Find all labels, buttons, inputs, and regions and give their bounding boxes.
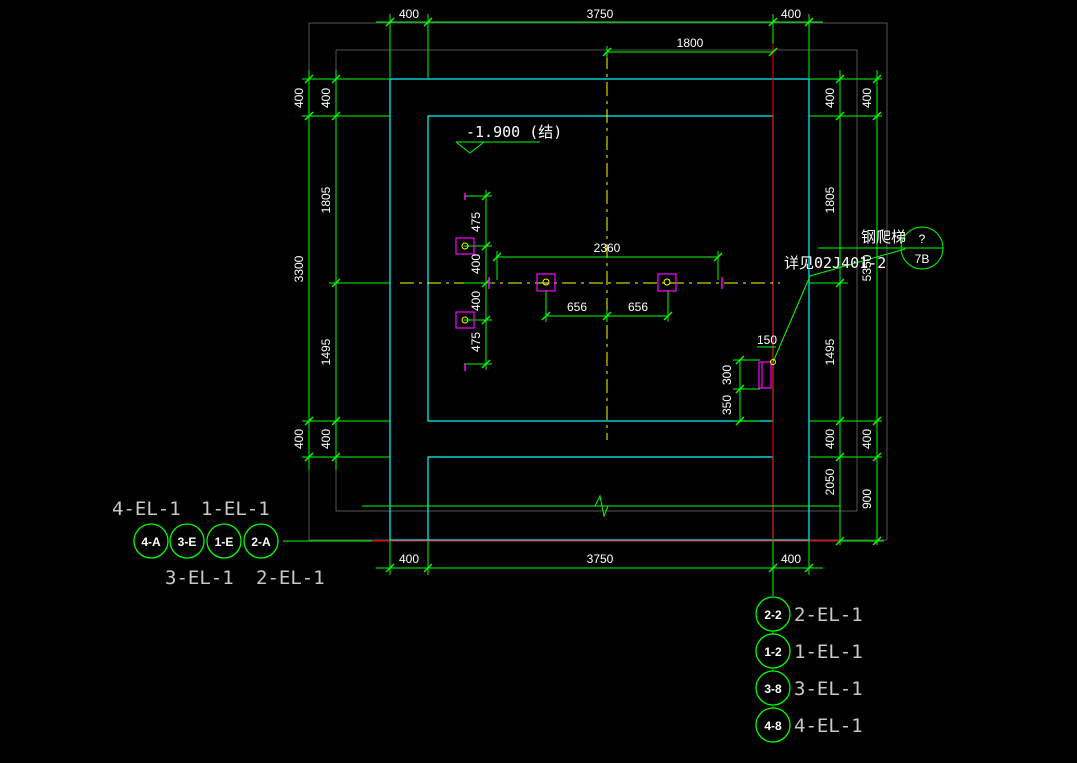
column-anchor-marks: [461, 242, 671, 324]
dim-top-sub: 1800: [677, 36, 704, 50]
dim-span-2360: 2360: [594, 241, 621, 255]
dim-col-2: 400: [469, 254, 483, 274]
dim-left-outer-2: 3300: [292, 255, 306, 282]
pit-walls: [389, 78, 810, 541]
dim-right-inner-3: 1495: [823, 338, 837, 365]
dim-right-outer-1: 400: [860, 88, 874, 108]
left-tag-top-1: 4-EL-1: [112, 498, 181, 520]
dim-right-outer-3: 400: [860, 429, 874, 449]
bottom-tag-4: 4-EL-1: [794, 715, 863, 737]
dim-right-inner-2: 1805: [823, 186, 837, 213]
axis-lines: [400, 55, 780, 440]
column-upper-left: [455, 237, 475, 255]
dim-top-center: 3750: [587, 7, 614, 21]
bubble-bottom-4: 4-8: [764, 719, 782, 733]
detail-leader: [770, 226, 944, 365]
dim-left-inner-1: 400: [319, 88, 333, 108]
dimension-lines: [302, 14, 884, 575]
detail-index-number: ?: [919, 232, 926, 246]
dim-ladder-h1: 300: [720, 365, 734, 385]
dim-col-4: 475: [469, 332, 483, 352]
bubble-bottom-2: 1-2: [764, 645, 782, 659]
dim-bottom-right: 400: [781, 552, 801, 566]
bubble-left-3: 1-E: [215, 535, 234, 549]
bottom-bubble-circles: [755, 596, 791, 743]
dim-left-inner-4: 400: [319, 429, 333, 449]
left-tag-bottom-1: 3-EL-1: [165, 567, 234, 589]
detail-index-sheet: 7B: [915, 252, 930, 266]
dimension-ticks: [304, 17, 882, 573]
dim-ladder-width: 150: [757, 333, 777, 347]
dim-bottom-left: 400: [399, 552, 419, 566]
elevation-label: -1.900 (结): [466, 123, 562, 141]
left-tag-top-2: 1-EL-1: [201, 498, 270, 520]
outer-wall-outline: [389, 78, 810, 541]
grid-lines: [283, 45, 840, 580]
dim-right-inner-1: 400: [823, 88, 837, 108]
bottom-tag-3: 3-EL-1: [794, 678, 863, 700]
dim-col-3: 400: [469, 291, 483, 311]
dim-left-inner-2: 1805: [319, 186, 333, 213]
bubble-bottom-1: 2-2: [764, 608, 782, 622]
dim-offset-right: 656: [628, 300, 648, 314]
dim-top-right: 400: [781, 7, 801, 21]
column-center-left: [536, 273, 556, 292]
left-tag-bottom-2: 2-EL-1: [256, 567, 325, 589]
dim-left-outer-3: 400: [292, 429, 306, 449]
left-bubble-circles: [133, 523, 279, 559]
ladder-label: 钢爬梯: [861, 228, 906, 246]
dim-bottom-center: 3750: [587, 552, 614, 566]
dim-ladder-h2: 350: [720, 395, 734, 415]
bottom-tag-1: 2-EL-1: [794, 604, 863, 626]
detail-note: 详见02J401-2: [784, 254, 886, 272]
bubble-bottom-3: 3-8: [764, 682, 782, 696]
column-center-right: [657, 273, 677, 292]
outer-boundary: [308, 22, 888, 541]
column-lower-left: [455, 311, 475, 329]
bubble-left-1: 4-A: [141, 535, 161, 549]
columns: [455, 237, 677, 329]
dim-left-outer-1: 400: [292, 88, 306, 108]
bottom-tag-2: 1-EL-1: [794, 641, 863, 663]
dim-col-1: 475: [469, 212, 483, 232]
dim-right-inner-4: 400: [823, 429, 837, 449]
elevation-symbol: [455, 141, 540, 154]
steel-ladder: [758, 361, 772, 389]
dim-offset-left: 656: [567, 300, 587, 314]
dim-left-inner-3: 1495: [319, 338, 333, 365]
dim-right-outer-2: 5350: [860, 254, 874, 281]
bubble-left-2: 3-E: [178, 535, 197, 549]
dim-top-left: 400: [399, 7, 419, 21]
axis-end-marks: [464, 193, 723, 371]
dim-right-outer-4: 900: [860, 489, 874, 509]
bubble-left-4: 2-A: [251, 535, 271, 549]
dim-right-inner-5: 2050: [823, 468, 837, 495]
